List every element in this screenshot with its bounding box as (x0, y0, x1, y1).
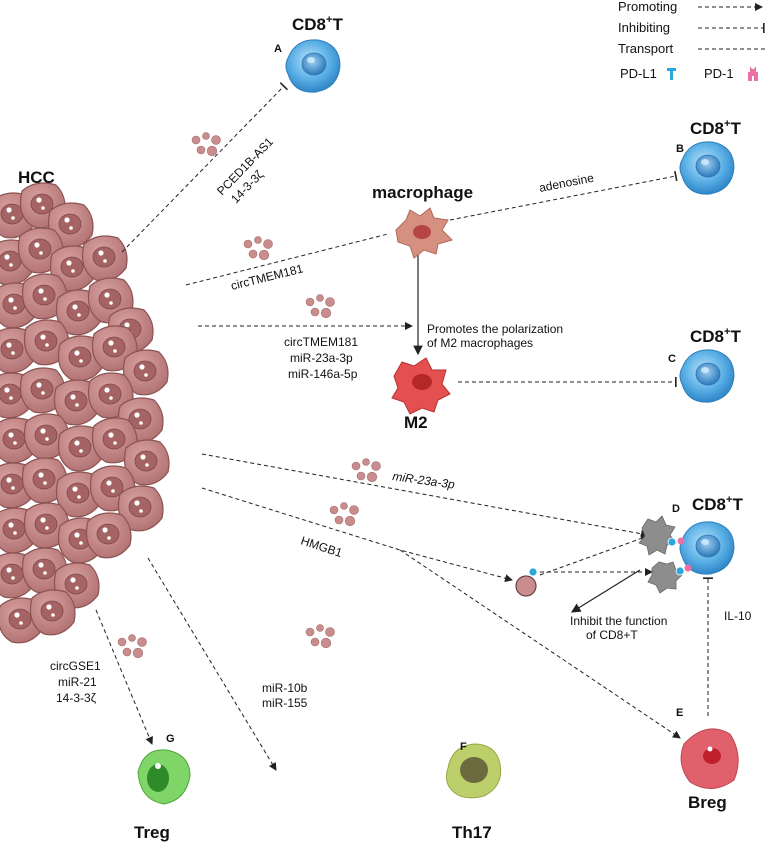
pathway-hcc-to-th17 (147, 557, 277, 771)
pathway-macrophage-to-b (449, 170, 678, 221)
exosome-vesicles-treg (117, 634, 147, 659)
legend-promoting-label: Promoting (618, 0, 677, 14)
legend-pdl1-label: PD-L1 (620, 66, 657, 81)
pdl1-icon (667, 68, 676, 80)
label-mir-23a-3p-2: miR-23a-3p (392, 469, 456, 492)
label-polarization-2: of M2 macrophages (427, 336, 533, 350)
macrophage-nucleus (413, 225, 431, 239)
label-circtmem181-1: circTMEM181 (229, 261, 305, 293)
cell-d-label: CD8+T (692, 494, 743, 514)
exosome-vesicles-polarization (305, 294, 335, 319)
exosome-vesicles-macrophage (243, 236, 273, 261)
exosome-vesicles-th17 (305, 624, 335, 649)
label-il-10: IL-10 (724, 609, 752, 623)
pathway-hcc-to-d (201, 453, 649, 538)
pathway-hcc-to-treg (95, 609, 153, 745)
cell-b-label: CD8+T (690, 118, 741, 138)
cell-e-letter: E (676, 707, 683, 719)
th17-label: Th17 (452, 823, 492, 842)
pdl1-icon (675, 566, 685, 576)
label-mir-10b: miR-10b (262, 681, 308, 695)
legend-pd1-label: PD-1 (704, 66, 734, 81)
label-circtmem181-2: circTMEM181 (284, 335, 358, 349)
cell-a-label: CD8+T (292, 14, 343, 34)
label-inhibit-1: Inhibit the function (570, 614, 667, 628)
label-mir-146a-5p: miR-146a-5p (288, 367, 358, 381)
cell-c-letter: C (668, 353, 676, 365)
pd1-icon (748, 66, 758, 81)
m2-nucleus (412, 374, 432, 390)
pdl1-icon (528, 567, 538, 577)
legend-transport-label: Transport (618, 41, 674, 56)
pathway-hcc-to-breg (399, 549, 681, 739)
th17-nucleus (460, 757, 488, 783)
pathways (95, 82, 713, 771)
label-polarization-1: Promotes the polarization (427, 322, 563, 336)
label-mir-21: miR-21 (58, 675, 97, 689)
cell-d-letter: D (672, 503, 680, 515)
precursor-cell (515, 575, 537, 597)
pd1-icon (677, 537, 685, 545)
cell-b-letter: B (676, 143, 684, 155)
cd8-t-cell-a (285, 39, 341, 93)
label-14-3-3z-g: 14-3-3ζ (56, 691, 97, 705)
gray-macrophage-d2 (647, 561, 683, 594)
label-hmgb1: HMGB1 (299, 534, 344, 561)
breg-highlight (707, 746, 713, 752)
exosome-vesicles-a (191, 132, 221, 157)
gray-macrophage-d1 (638, 515, 677, 556)
m2-label: M2 (404, 413, 428, 432)
cell-a-letter: A (274, 43, 282, 55)
cd8-t-cell-c (679, 349, 735, 403)
pathway-hcc-to-a (121, 82, 288, 253)
treg-nucleus (147, 764, 169, 792)
legend: Promoting Inhibiting Transport PD-L1 PD-… (618, 0, 766, 81)
hcc-cell-cluster (0, 182, 170, 644)
hcc-label: HCC (18, 168, 55, 187)
label-mir-155: miR-155 (262, 696, 308, 710)
cd8-t-cell-b (679, 141, 735, 195)
cell-c-label: CD8+T (690, 326, 741, 346)
exosome-vesicles-d (351, 458, 381, 483)
pdl1-icon (667, 537, 677, 547)
label-inhibit-2: of CD8+T (586, 628, 638, 642)
treg-highlight (155, 763, 161, 769)
pd1-icon (684, 564, 692, 572)
pathway-inhibit-function (570, 569, 641, 613)
treg-label: Treg (134, 823, 170, 842)
cell-f-letter: F (460, 741, 467, 753)
cell-g-letter: G (166, 733, 175, 745)
breg-nucleus (703, 748, 721, 764)
label-mir-23a-3p-1: miR-23a-3p (290, 351, 353, 365)
legend-inhibiting-label: Inhibiting (618, 20, 670, 35)
label-circgse1: circGSE1 (50, 659, 101, 673)
macrophage-label: macrophage (372, 183, 473, 202)
label-adenosine: adenosine (538, 171, 595, 195)
exosome-vesicles-hmgb1 (329, 502, 359, 527)
pathway-precursor-to-macro-d (539, 534, 649, 576)
breg-label: Breg (688, 793, 727, 812)
